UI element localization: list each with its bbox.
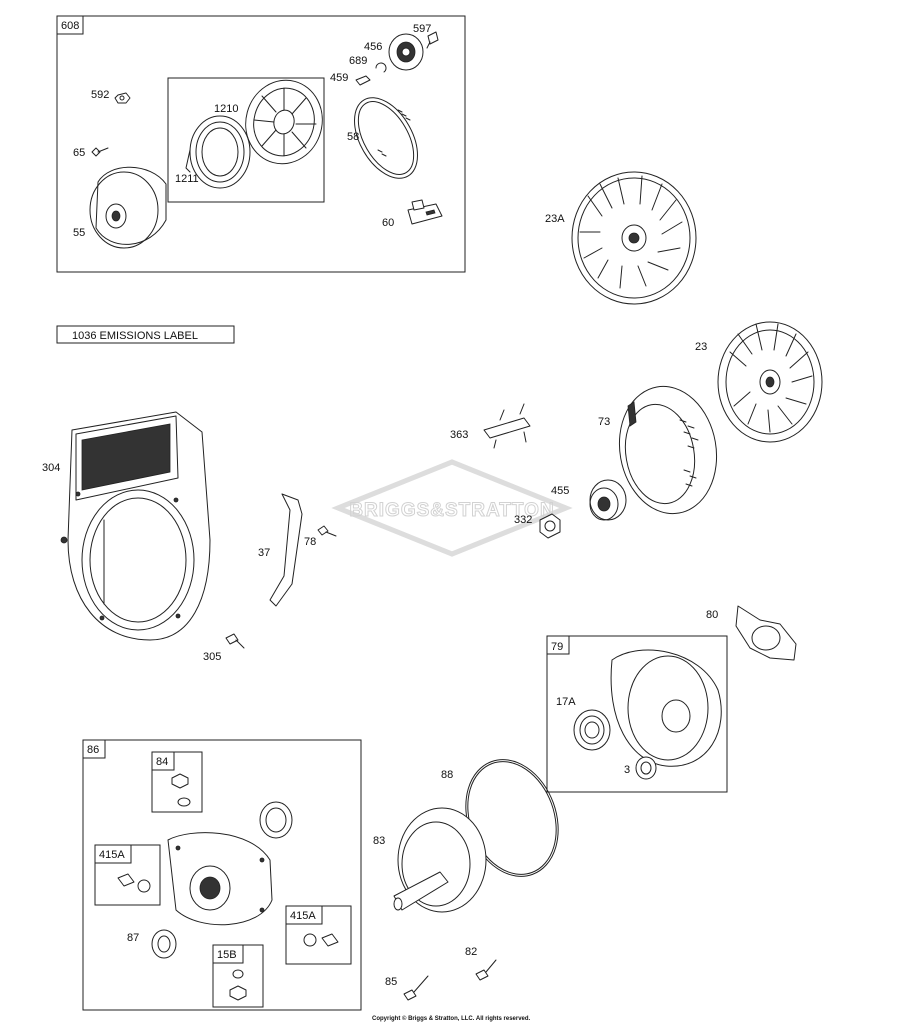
callout-73: 73 xyxy=(598,416,610,428)
group-tag-415a-left xyxy=(94,844,132,864)
callout-88: 88 xyxy=(441,769,453,781)
inner-box-rewind-spring xyxy=(167,77,325,203)
group-label-415a-right: 415A xyxy=(290,910,316,922)
part-415a-right-plug xyxy=(303,933,339,947)
group-box-86 xyxy=(82,739,362,1011)
copyright-notice: Copyright © Briggs & Stratton, LLC. All … xyxy=(372,1015,531,1022)
part-79-crankcase-cover xyxy=(610,649,722,767)
group-label-86: 86 xyxy=(87,744,99,756)
part-60-handle xyxy=(407,199,443,225)
group-frames: 608 86 79 84 415A 415A 15B xyxy=(56,15,728,1011)
part-15b-fitting xyxy=(229,969,247,1001)
callout-82: 82 xyxy=(465,946,477,958)
group-tag-84 xyxy=(151,751,175,771)
part-84-fitting xyxy=(171,773,191,807)
callout-304: 304 xyxy=(42,462,60,474)
group-label-15b: 15B xyxy=(217,949,237,961)
part-304-blower-housing xyxy=(60,411,211,641)
part-82-bolt xyxy=(475,959,497,981)
callout-37: 37 xyxy=(258,547,270,559)
callout-60: 60 xyxy=(382,217,394,229)
callout-58: 58 xyxy=(347,131,359,143)
callout-78: 78 xyxy=(304,536,316,548)
part-87-seal xyxy=(151,929,177,959)
part-17a-bearing xyxy=(573,709,611,751)
callout-305: 305 xyxy=(203,651,221,663)
callout-1210: 1210 xyxy=(214,103,238,115)
part-65-bolt xyxy=(91,147,109,157)
callout-455: 455 xyxy=(551,485,569,497)
group-label-608: 608 xyxy=(61,20,79,32)
group-tag-15b xyxy=(212,944,244,964)
callout-83: 83 xyxy=(373,835,385,847)
group-label-415a-left: 415A xyxy=(99,849,125,861)
part-332-nut xyxy=(539,513,561,539)
group-label-79: 79 xyxy=(551,641,563,653)
part-23-flywheel-fan xyxy=(717,321,823,443)
callout-592: 592 xyxy=(91,89,109,101)
part-55-starter-housing xyxy=(89,166,167,249)
part-592-nut xyxy=(114,92,131,104)
part-1210-pulley xyxy=(245,79,323,165)
part-37-baffle xyxy=(269,493,303,607)
part-73-rotating-screen xyxy=(618,385,718,515)
callout-689: 689 xyxy=(349,55,367,67)
part-23a-flywheel xyxy=(571,171,697,305)
part-86-gear-case xyxy=(167,832,273,926)
part-number-callouts: 597 456 689 459 592 1210 58 65 1211 55 6… xyxy=(42,23,718,988)
group-tag-79 xyxy=(546,635,570,655)
group-box-79 xyxy=(546,635,728,793)
callout-332: 332 xyxy=(514,514,532,526)
callout-23: 23 xyxy=(695,341,707,353)
callout-1211: 1211 xyxy=(175,173,199,185)
watermark-text: BRIGGS&STRATTON xyxy=(349,500,554,521)
part-80-gasket xyxy=(735,605,797,661)
callout-65: 65 xyxy=(73,147,85,159)
part-305-screw xyxy=(225,633,245,649)
emissions-label-frame xyxy=(56,325,235,344)
part-83-clutch-drum xyxy=(393,807,487,913)
callout-3: 3 xyxy=(624,764,630,776)
group-box-608 xyxy=(56,15,466,273)
callout-459: 459 xyxy=(330,72,348,84)
group-box-84 xyxy=(151,751,203,813)
callout-23a: 23A xyxy=(545,213,565,225)
part-78-screw xyxy=(317,525,337,537)
callout-597: 597 xyxy=(413,23,431,35)
callout-363: 363 xyxy=(450,429,468,441)
part-85-bolt xyxy=(403,975,429,1001)
callout-456: 456 xyxy=(364,41,382,53)
part-86-bearing xyxy=(259,801,293,839)
part-597-screw xyxy=(426,31,439,49)
part-363-bracket xyxy=(483,403,531,449)
callout-17a: 17A xyxy=(556,696,576,708)
group-tag-86 xyxy=(82,739,106,759)
group-label-84: 84 xyxy=(156,756,168,768)
part-455-clutch xyxy=(589,479,627,521)
group-tag-608 xyxy=(56,15,84,35)
group-tag-415a-right xyxy=(285,905,323,925)
part-415a-left-plug xyxy=(117,873,151,893)
part-3-seal xyxy=(635,756,657,780)
brand-watermark: BRIGGS&STRATTON xyxy=(331,459,573,557)
part-1211-rewind-spring xyxy=(185,115,251,189)
callout-87: 87 xyxy=(127,932,139,944)
part-58-rope-guide xyxy=(354,97,418,179)
callout-55: 55 xyxy=(73,227,85,239)
callout-85: 85 xyxy=(385,976,397,988)
emissions-label-text: 1036 EMISSIONS LABEL xyxy=(72,330,198,342)
callout-80: 80 xyxy=(706,609,718,621)
part-456-pawl-plate xyxy=(388,33,424,71)
part-689-clip xyxy=(375,62,387,73)
emissions-label-box: 1036 EMISSIONS LABEL xyxy=(56,325,235,344)
part-459-pawl xyxy=(355,75,371,86)
